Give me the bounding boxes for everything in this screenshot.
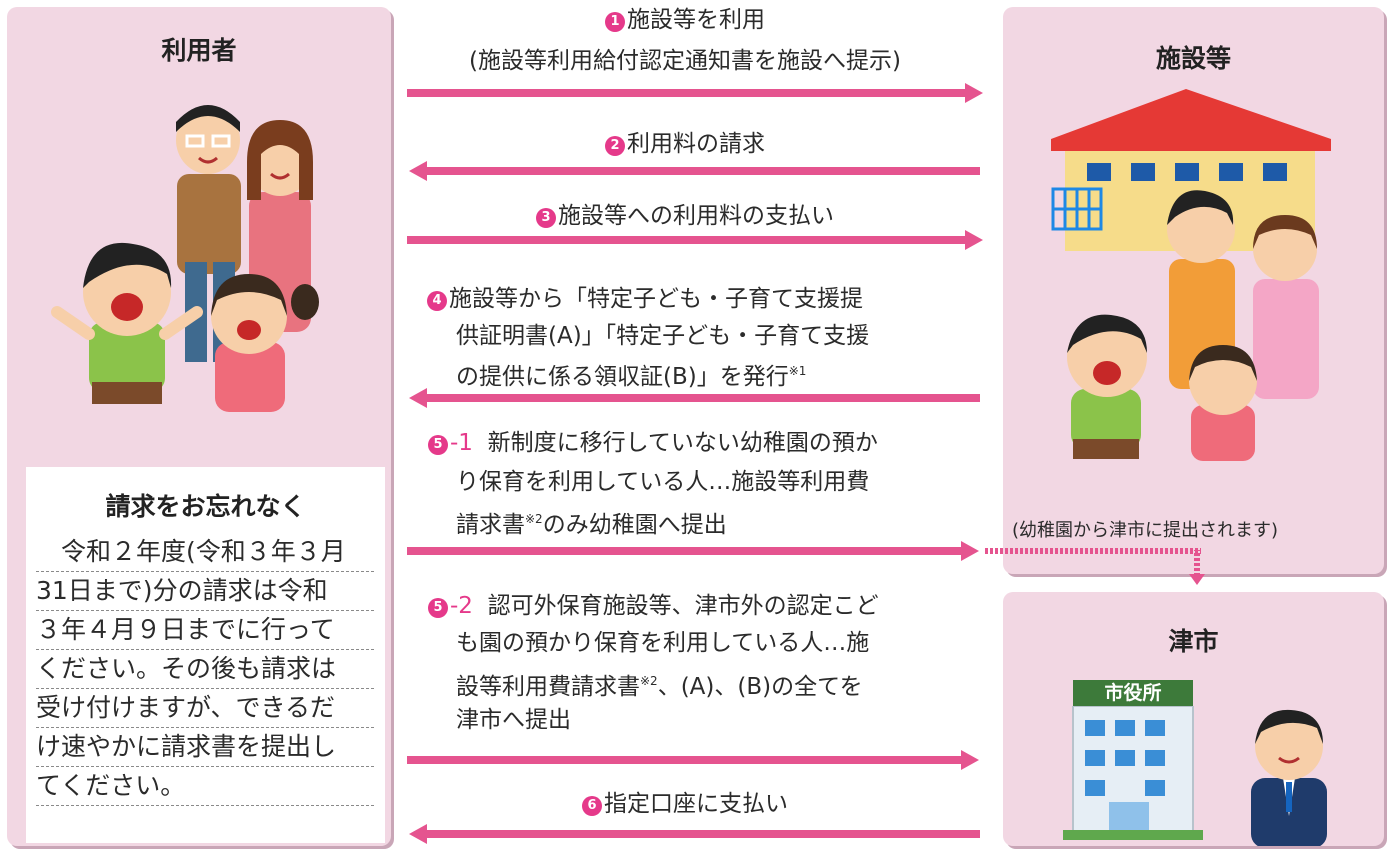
step-4-line2: 供証明書(A)」「特定子ども・子育て支援	[456, 323, 870, 349]
step-5-2-footnote: ※2	[640, 674, 658, 688]
step-6-arrow	[409, 824, 980, 844]
step-5-2-sub-label: -2	[450, 593, 473, 619]
step-5-2-arrow	[407, 750, 979, 770]
step-2-number: 2	[605, 136, 625, 156]
step-5-2-number: 5	[428, 598, 448, 618]
teacher-woman	[1253, 215, 1319, 399]
step-5-2-text-3b: 、(A)、(B)の全てを	[657, 674, 863, 700]
step-2-arrow	[409, 161, 980, 181]
facility-title: 施設等	[1155, 44, 1231, 73]
step-5-2-line2: も園の預かり保育を利用している人…施	[456, 630, 870, 656]
step-1-arrow	[407, 83, 983, 103]
kindergarten-note: (幼稚園から津市に提出されます)	[1012, 520, 1279, 541]
notice-line: ください。その後も請求は	[36, 650, 374, 689]
city-hall-sign: 市役所	[1073, 680, 1193, 706]
step-5-2-text-3a: 設等利用費請求書	[456, 674, 640, 700]
step-1-text: 施設等を利用	[627, 7, 765, 33]
step-5-1-arrow	[407, 541, 979, 561]
city-panel: 津市 市役所	[1003, 592, 1384, 846]
notice-line: ３年４月９日までに行って	[36, 611, 374, 650]
notice-line: 受け付けますが、できるだ	[36, 689, 374, 728]
step-5-2-line1: 5-2 認可外保育施設等、津市外の認定こど	[428, 590, 879, 623]
facility-illustration	[1051, 89, 1331, 461]
step-5-2-line4: 津市へ提出	[456, 707, 571, 733]
step-5-1-text-3a: 請求書	[456, 512, 525, 538]
kindergarten-dotted-arrowhead	[1189, 574, 1205, 585]
step-3-text: 施設等への利用料の支払い	[558, 203, 834, 229]
step-3-number: 3	[536, 208, 556, 228]
step-5-2-line3: 設等利用費請求書※2、(A)、(B)の全てを	[456, 665, 863, 704]
city-hall-illustration	[1063, 706, 1327, 846]
step-5-1-line2: り保育を利用している人…施設等利用費	[456, 469, 870, 495]
step-4-line3: の提供に係る領収証(B)」を発行※1	[456, 355, 806, 394]
notice-line: 令和２年度(令和３年３月	[36, 533, 374, 572]
reminder-notice: 請求をお忘れなく 令和２年度(令和３年３月 31日まで)分の請求は令和 ３年４月…	[26, 467, 385, 843]
step-5-1-text-3b: のみ幼稚園へ提出	[542, 512, 727, 538]
step-1-sub: (施設等利用給付認定通知書を施設へ提示)	[469, 48, 901, 74]
step-4-number: 4	[427, 291, 447, 311]
step-2-text: 利用料の請求	[627, 131, 765, 157]
girl-figure	[211, 274, 319, 412]
step-5-1-line3: 請求書※2のみ幼稚園へ提出	[456, 503, 727, 542]
step-5-1-line1: 5-1 新制度に移行していない幼稚園の預か	[428, 427, 878, 460]
family-illustration	[51, 105, 319, 412]
step-5-1-number: 5	[428, 435, 448, 455]
step-6-number: 6	[582, 796, 602, 816]
facility-panel: 施設等	[1003, 7, 1384, 574]
step-6-text: 指定口座に支払い	[604, 791, 788, 817]
city-title: 津市	[1168, 627, 1219, 656]
notice-line: てください。	[36, 767, 374, 806]
notice-line: 31日まで)分の請求は令和	[36, 572, 374, 611]
step-5-1-text-1: 新制度に移行していない幼稚園の預か	[487, 430, 878, 456]
step-4-arrow	[409, 388, 980, 408]
step-5-2-text-1: 認可外保育施設等、津市外の認定こど	[487, 593, 879, 619]
notice-body: 令和２年度(令和３年３月 31日まで)分の請求は令和 ３年４月９日までに行って …	[36, 533, 374, 806]
step-4-footnote: ※1	[788, 364, 807, 378]
girl-figure-2	[1189, 345, 1257, 461]
city-official-figure	[1251, 709, 1327, 846]
kindergarten-dotted-line	[985, 548, 1201, 554]
step-4-text-3: の提供に係る領収証(B)」を発行	[456, 364, 789, 390]
step-5-1-sub-label: -1	[450, 430, 473, 456]
city-hall-building	[1063, 706, 1203, 840]
boy-figure-2	[1067, 314, 1147, 459]
kindergarten-dotted-down	[1194, 550, 1200, 576]
users-title: 利用者	[161, 36, 237, 65]
step-3-arrow	[407, 230, 983, 250]
boy-figure	[51, 242, 203, 404]
users-panel: 利用者	[7, 7, 391, 846]
step-5-1-footnote: ※2	[525, 512, 543, 526]
step-4-text-1: 施設等から「特定子ども・子育て支援提	[449, 286, 863, 312]
notice-title: 請求をお忘れなく	[105, 492, 306, 521]
notice-line: け速やかに請求書を提出し	[36, 728, 374, 767]
step-1-number: 1	[605, 12, 625, 32]
